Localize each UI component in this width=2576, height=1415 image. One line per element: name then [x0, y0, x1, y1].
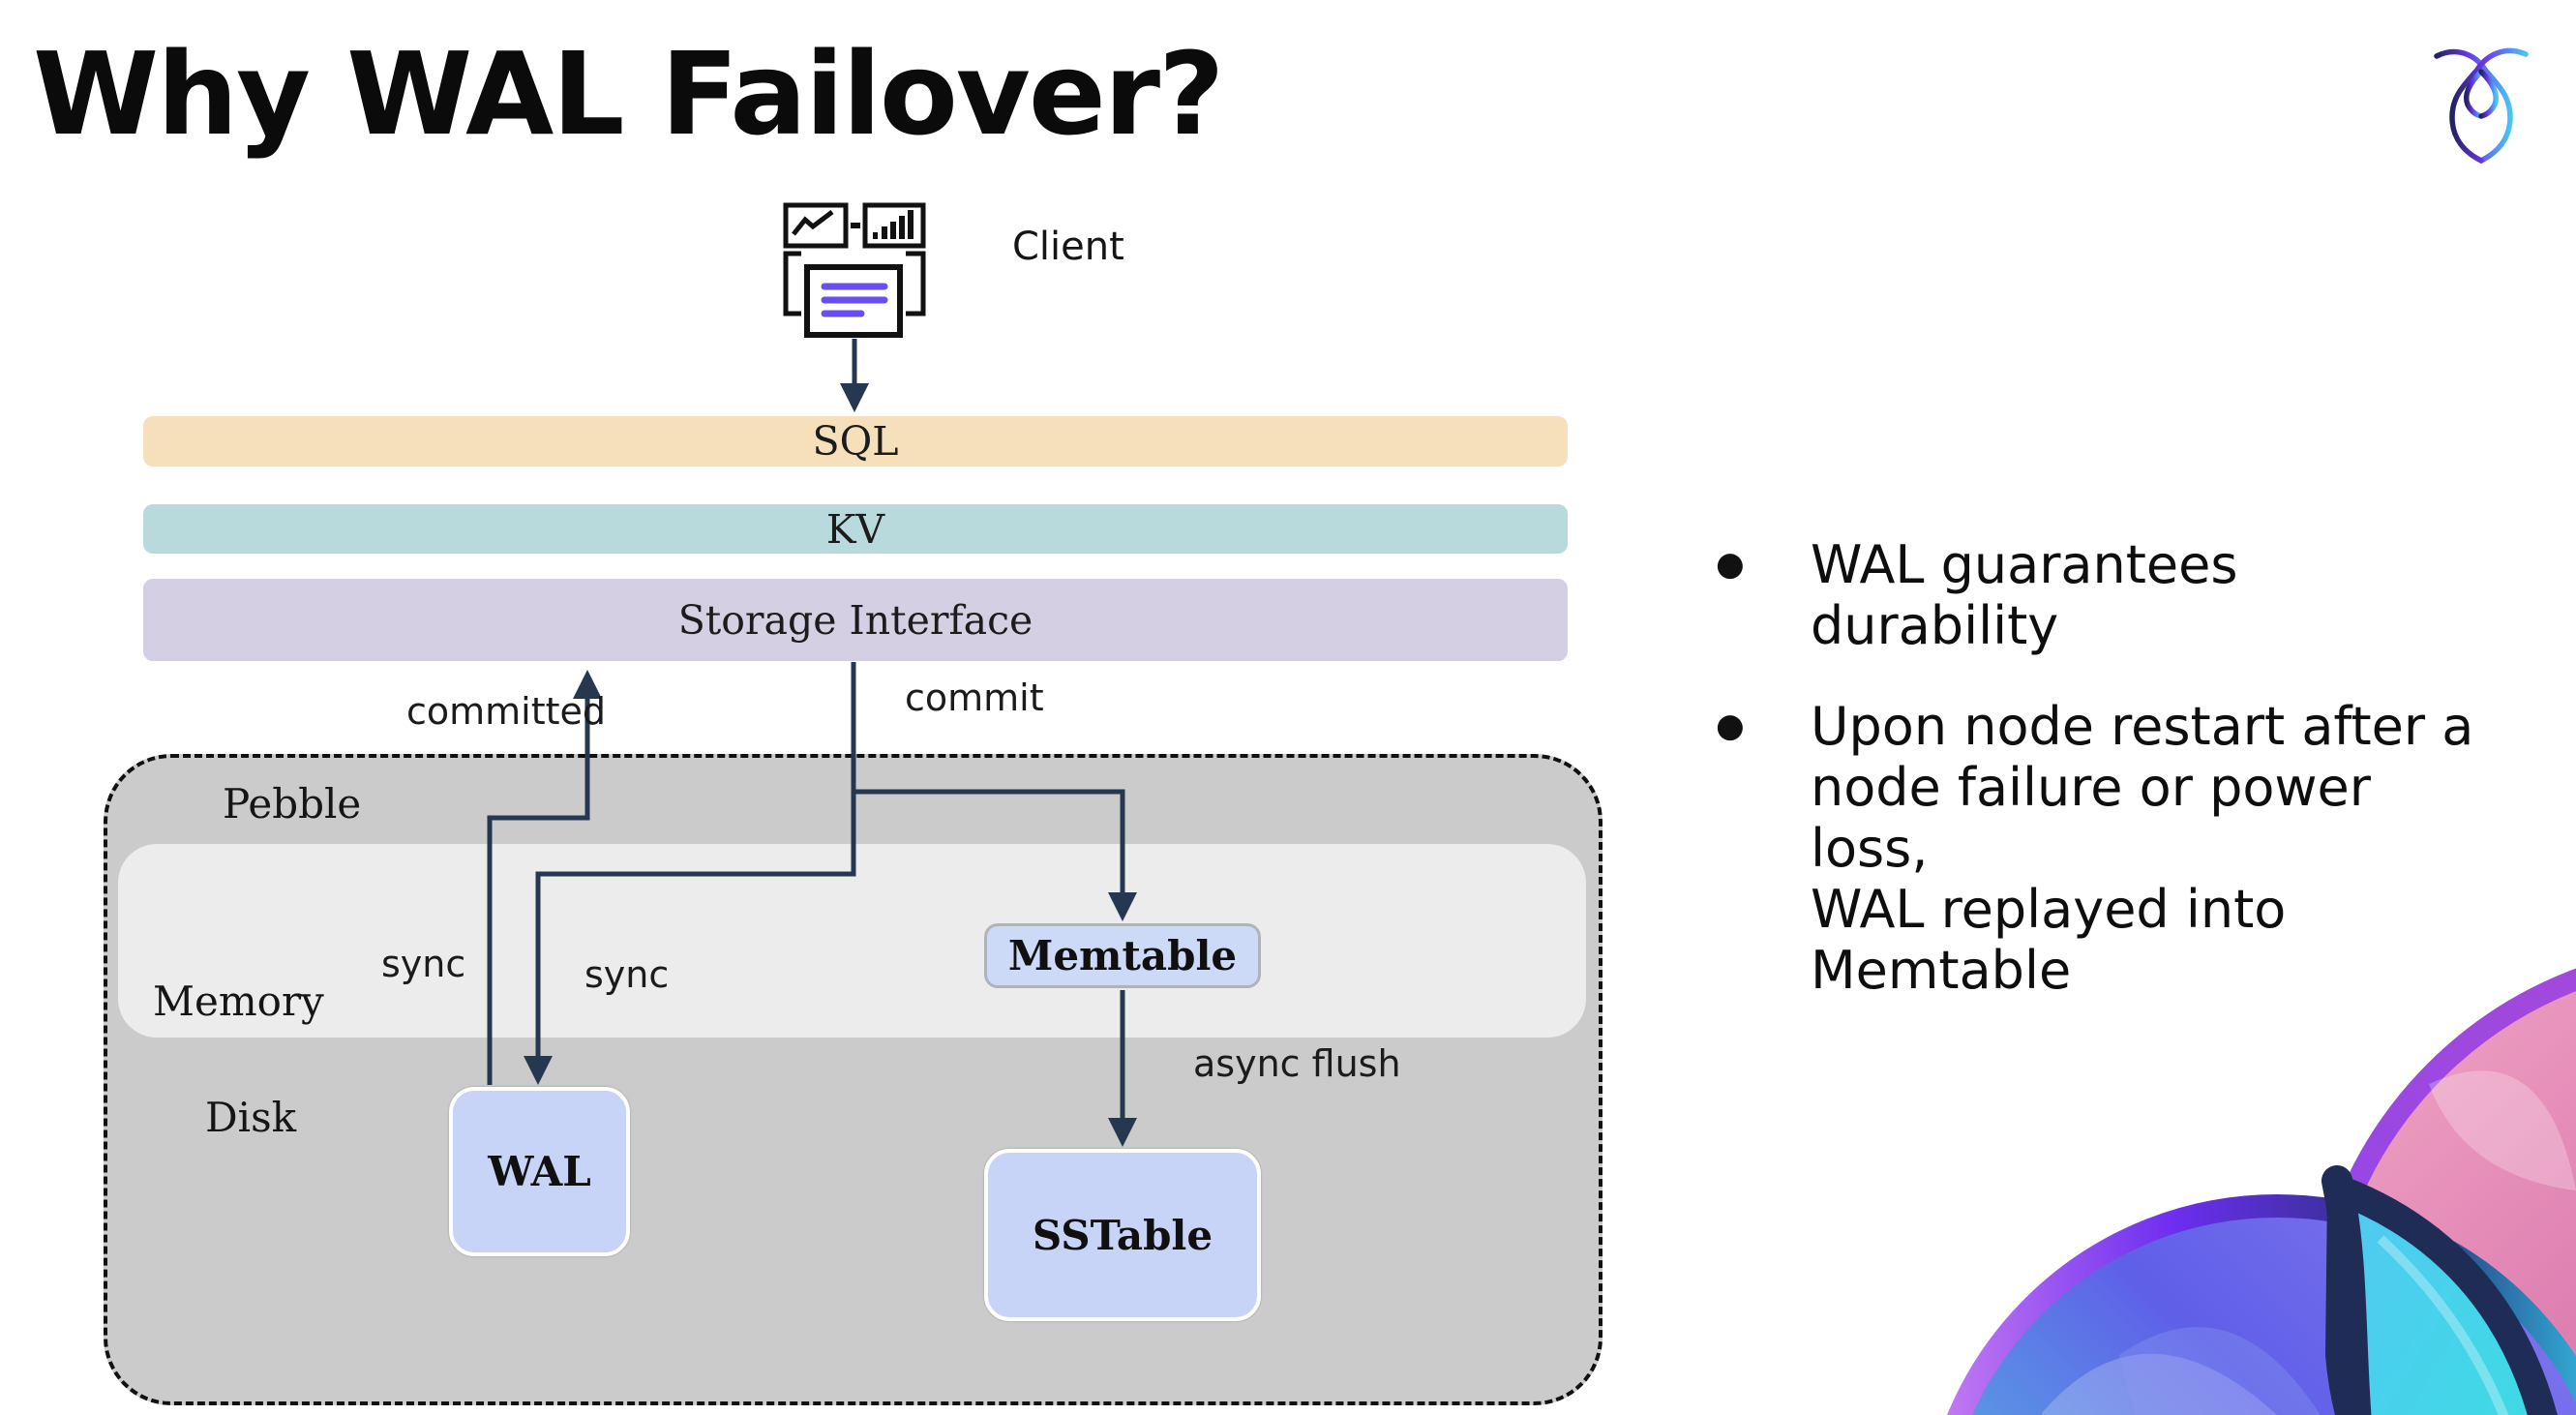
leaf-shape: [2325, 1176, 2558, 1415]
disk-label: Disk: [205, 1094, 297, 1141]
memtable-box: Memtable: [984, 923, 1261, 988]
sstable-box-label: SSTable: [1032, 1211, 1213, 1259]
page-title: Why WAL Failover?: [33, 27, 1224, 161]
stem-shape: [2321, 1165, 2372, 1415]
memory-label: Memory: [153, 978, 324, 1025]
bullet-text-line: WAL replayed into Memtable: [1811, 879, 2287, 1001]
wal-box-label: WAL: [488, 1148, 591, 1195]
wal-box: WAL: [449, 1087, 630, 1256]
sync-right-label: sync: [584, 953, 670, 996]
pebble-label: Pebble: [223, 780, 362, 828]
sql-layer-bar: SQL: [143, 416, 1568, 467]
bullet-marker: ●: [1716, 707, 1745, 745]
storage-interface-label: Storage Interface: [677, 596, 1033, 644]
committed-label: committed: [406, 690, 607, 733]
client-label: Client: [1012, 225, 1124, 269]
bullet-text-line: Upon node restart after a: [1811, 696, 2474, 757]
left-bracket-glyph: [783, 251, 801, 316]
dash-glyph: [851, 223, 860, 228]
async-flush-label: async flush: [1193, 1042, 1401, 1085]
right-bracket-glyph: [906, 251, 926, 316]
bullet-text-line: node failure or power loss,: [1811, 757, 2371, 879]
commit-to-memtable-arrow: [854, 789, 1137, 921]
cockroachdb-logo-icon: [2434, 47, 2529, 164]
commit-label: commit: [905, 677, 1044, 719]
memtable-box-label: Memtable: [1007, 932, 1238, 979]
list-item: ● WAL guarantees durability: [1689, 534, 2501, 656]
commit-to-wal-arrow: [524, 662, 856, 1085]
sync-left-label: sync: [381, 943, 466, 985]
kv-layer-label: KV: [825, 505, 885, 553]
client-icon: [783, 202, 926, 338]
bullet-marker: ●: [1716, 545, 1745, 584]
storage-interface-layer-bar: Storage Interface: [143, 579, 1568, 661]
bullet-text-line: WAL guarantees durability: [1811, 534, 2238, 656]
wal-committed-arrow: [487, 670, 602, 1085]
brand-decoration-graphic: [1947, 968, 2576, 1415]
sstable-box: SSTable: [984, 1149, 1261, 1321]
list-item: ● Upon node restart after a node failure…: [1689, 696, 2501, 1001]
sql-layer-label: SQL: [812, 418, 899, 465]
bullet-list: ● WAL guarantees durability ● Upon node …: [1689, 534, 2501, 1001]
kv-layer-bar: KV: [143, 504, 1568, 554]
